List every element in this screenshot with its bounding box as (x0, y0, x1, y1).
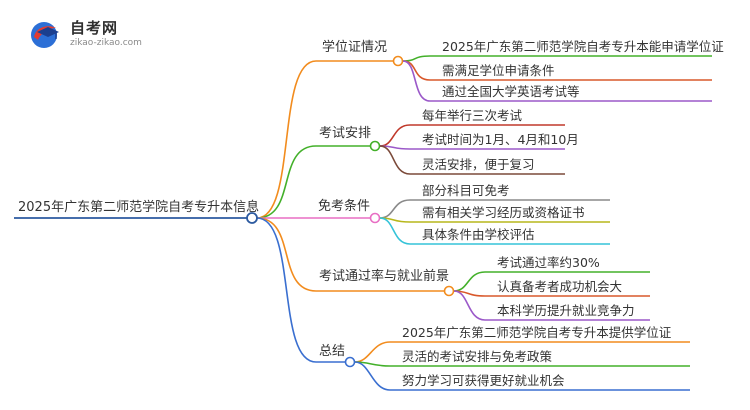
leaf-connector (453, 271, 650, 292)
branch-connector (256, 60, 393, 219)
leaf-connector (354, 341, 690, 363)
branch-connector (256, 145, 370, 219)
leaf-label: 认真备考者成功机会大 (497, 279, 622, 294)
logo-subtitle: zikao-zikao.com (70, 38, 142, 48)
logo-title: 自考网 (70, 19, 119, 37)
branch-label: 考试通过率与就业前景 (319, 268, 449, 284)
branch-node (369, 212, 381, 224)
branch-node (392, 55, 404, 67)
leaf-connector (379, 145, 565, 175)
leaf-label: 每年举行三次考试 (422, 108, 523, 123)
leaf-label: 2025年广东第二师范学院自考专升本提供学位证 (402, 325, 672, 340)
branch-node (443, 285, 455, 297)
leaf-label: 考试时间为1月、4月和10月 (422, 132, 579, 147)
leaf-label: 部分科目可免考 (422, 183, 510, 198)
leaf-connector (402, 60, 712, 102)
leaf-label: 需有相关学习经历或资格证书 (422, 205, 585, 220)
leaf-label: 2025年广东第二师范学院自考专升本能申请学位证 (442, 39, 724, 54)
leaf-label: 需满足学位申请条件 (442, 63, 555, 78)
branch-node (344, 356, 356, 368)
graduation-cap-icon (31, 22, 59, 48)
root-topic: 2025年广东第二师范学院自考专升本信息 (18, 199, 259, 215)
leaf-connector (379, 124, 565, 147)
root-node (246, 212, 258, 224)
leaf-connector (453, 290, 650, 321)
leaf-label: 灵活的考试安排与免考政策 (402, 349, 553, 364)
branch-label: 免考条件 (318, 198, 370, 214)
leaf-label: 灵活安排，便于复习 (422, 157, 535, 172)
leaf-connector (354, 361, 690, 391)
leaf-label: 通过全国大学英语考试等 (442, 84, 580, 99)
branch-label: 学位证情况 (322, 39, 387, 55)
branch-connector (256, 217, 444, 292)
leaf-connector (379, 217, 610, 245)
logo: 自考网 zikao-zikao.com (28, 16, 158, 52)
leaf-label: 考试通过率约30% (497, 255, 600, 270)
branch-connector (256, 217, 345, 363)
leaf-label: 具体条件由学校评估 (422, 227, 535, 242)
leaf-label: 本科学历提升就业竞争力 (497, 303, 635, 318)
leaf-connector (402, 55, 712, 62)
branch-node (369, 140, 381, 152)
leaf-label: 努力学习可获得更好就业机会 (402, 373, 565, 388)
branch-label: 总结 (319, 344, 345, 359)
branch-label: 考试安排 (319, 126, 371, 141)
